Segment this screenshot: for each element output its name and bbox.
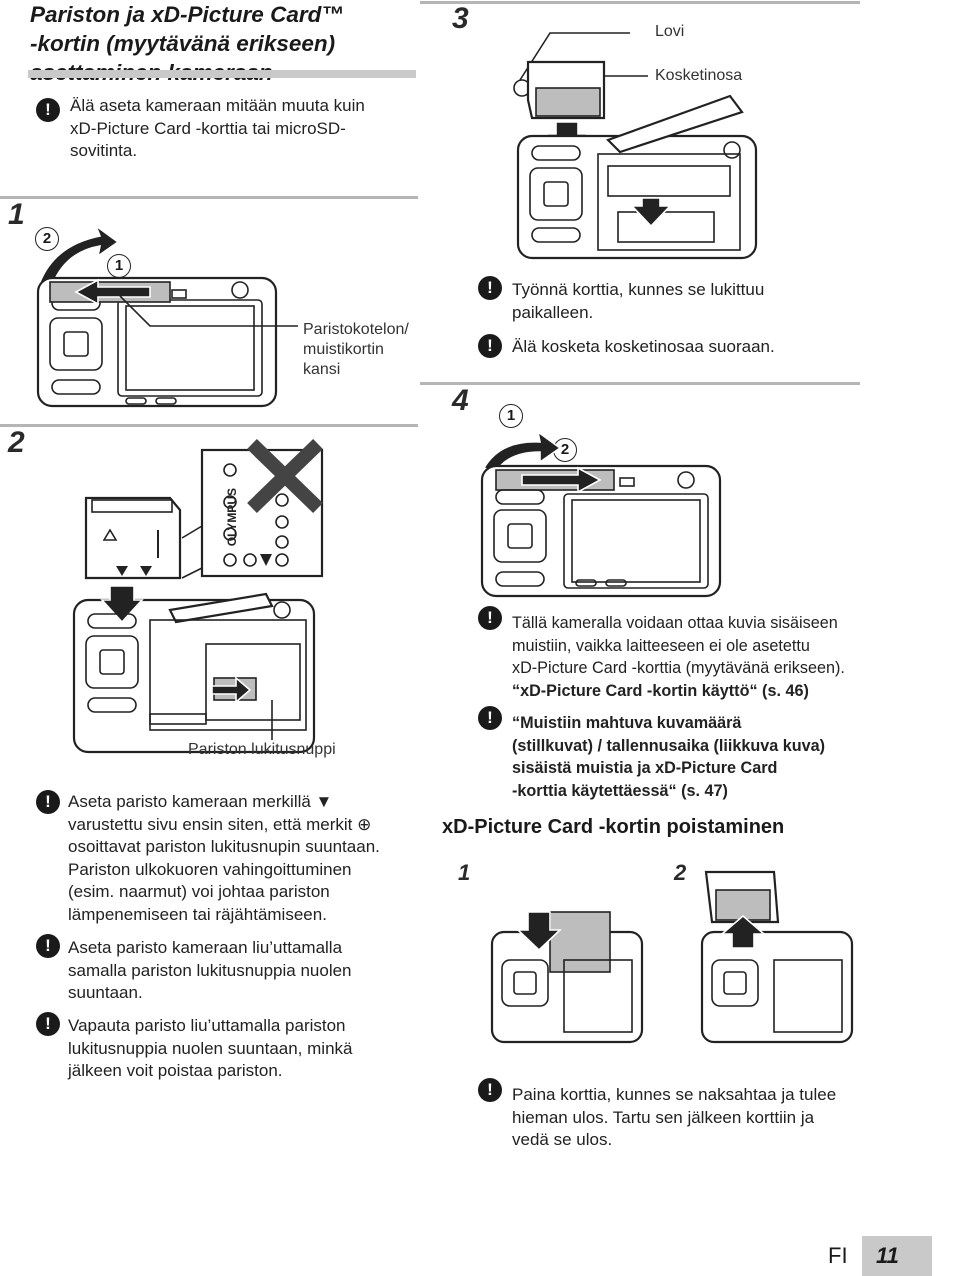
note-line: Aseta paristo kameraan liu’uttamalla xyxy=(68,938,343,957)
note-line: lämpenemiseen tai räjähtämiseen. xyxy=(68,904,327,924)
circled-number: 1 xyxy=(499,404,523,428)
warning-intro: Älä aseta kameraan mitään muuta kuin xD-… xyxy=(70,95,365,163)
note-battery-orientation: Aseta paristo kameraan merkillä ▼ varust… xyxy=(68,791,380,926)
note-capacity-reference: “Muistiin mahtuva kuvamäärä (stillkuvat)… xyxy=(512,712,825,802)
note-line: samalla pariston lukitusnuppia nuolen xyxy=(68,960,352,980)
warning-intro-line: xD-Picture Card -korttia tai microSD- xyxy=(70,118,346,138)
note-line: Tällä kameralla voidaan ottaa kuvia sisä… xyxy=(512,614,838,632)
note-remove-card: Paina korttia, kunnes se naksahtaa ja tu… xyxy=(512,1084,836,1152)
note-line: varustettu sivu ensin siten, että merkit… xyxy=(68,814,372,834)
note-line: jälkeen voit poistaa pariston. xyxy=(68,1061,283,1080)
note-line: Työnnä korttia, kunnes se lukittuu xyxy=(512,280,765,299)
label-contacts: Kosketinosa xyxy=(655,67,743,84)
note-line: Älä kosketa kosketinosaa suoraan. xyxy=(512,337,775,356)
note-line: “Muistiin mahtuva kuvamäärä xyxy=(512,714,742,732)
step4-camera-illustration xyxy=(480,430,722,598)
note-line: Vapauta paristo liu’uttamalla pariston xyxy=(68,1016,346,1035)
title-line-1: Pariston ja xD-Picture Card™ xyxy=(30,2,344,27)
step-number-1: 1 xyxy=(8,198,25,231)
note-push-card: Työnnä korttia, kunnes se lukittuu paika… xyxy=(512,279,764,324)
removal-step-1: 1 xyxy=(458,860,471,885)
label-line: Paristokotelon/ xyxy=(303,321,409,338)
note-line: lukitusnuppia nuolen suuntaan, minkä xyxy=(68,1038,353,1058)
note-line: (stillkuvat) / tallennusaika (liikkuva k… xyxy=(512,736,826,755)
note-insert-battery: Aseta paristo kameraan liu’uttamalla sam… xyxy=(68,937,352,1005)
step1-camera-illustration xyxy=(36,223,298,408)
warning-intro-line: sovitinta. xyxy=(70,141,138,160)
note-reference: “xD-Picture Card -kortin käyttö“ (s. 46) xyxy=(512,681,809,700)
warning-icon: ! xyxy=(478,706,502,730)
warning-icon: ! xyxy=(36,1012,60,1036)
step3-card-illustration xyxy=(513,32,758,260)
page-number: 11 xyxy=(876,1243,899,1268)
label-lock-knob: Pariston lukitusnuppi xyxy=(188,741,336,758)
step-rule xyxy=(0,424,418,427)
note-line: hieman ulos. Tartu sen jälkeen korttiin … xyxy=(512,1107,815,1127)
step-rule xyxy=(420,1,860,4)
warning-icon: ! xyxy=(36,934,60,958)
note-line: paikalleen. xyxy=(512,302,594,322)
note-line: muistiin, vaikka laitteeseen ei ole aset… xyxy=(512,636,810,655)
section-heading-removal: xD-Picture Card -kortin poistaminen xyxy=(442,816,785,838)
step-number-2: 2 xyxy=(8,426,25,459)
note-line: (esim. naarmut) voi johtaa pariston xyxy=(68,882,330,901)
page-number-box xyxy=(862,1236,932,1276)
title-rule xyxy=(28,70,416,78)
note-release-battery: Vapauta paristo liu’uttamalla pariston l… xyxy=(68,1015,352,1083)
removal-step-2: 2 xyxy=(674,860,687,885)
note-line: -korttia käytettäessä“ (s. 47) xyxy=(512,781,728,800)
footer-language: FI xyxy=(828,1243,848,1268)
note-line: Aseta paristo kameraan merkillä ▼ xyxy=(68,792,333,811)
title-line-2: -kortin (myytävänä erikseen) xyxy=(30,31,336,56)
note-line: xD-Picture Card -korttia (myytävänä erik… xyxy=(512,659,845,677)
step2-battery-illustration: OLYMPUS xyxy=(72,438,324,754)
label-notch: Lovi xyxy=(655,23,685,40)
step-number-3: 3 xyxy=(452,2,469,35)
label-line: muistikortin xyxy=(303,341,384,358)
step-rule xyxy=(0,196,418,199)
note-line: vedä se ulos. xyxy=(512,1130,613,1149)
note-line: osoittavat pariston lukitusnupin suuntaa… xyxy=(68,837,380,856)
warning-icon: ! xyxy=(36,98,60,122)
circled-number: 2 xyxy=(35,227,59,251)
note-line: suuntaan. xyxy=(68,983,143,1002)
warning-icon: ! xyxy=(36,790,60,814)
note-line: Paina korttia, kunnes se naksahtaa ja tu… xyxy=(512,1085,837,1104)
warning-intro-line: Älä aseta kameraan mitään muuta kuin xyxy=(70,96,365,115)
note-internal-memory: Tällä kameralla voidaan ottaa kuvia sisä… xyxy=(512,612,845,702)
note-line: sisäistä muistia ja xD-Picture Card xyxy=(512,759,778,777)
label-line: kansi xyxy=(303,361,341,378)
warning-icon: ! xyxy=(478,1078,502,1102)
removal-illustration xyxy=(490,870,854,1044)
note-contacts: Älä kosketa kosketinosaa suoraan. xyxy=(512,336,775,359)
step-number-4: 4 xyxy=(452,384,469,417)
warning-icon: ! xyxy=(478,276,502,300)
label-battery-cover: Paristokotelon/ muistikortin kansi xyxy=(303,320,409,380)
note-line: Pariston ulkokuoren vahingoittuminen xyxy=(68,859,352,879)
warning-icon: ! xyxy=(478,334,502,358)
step-rule xyxy=(420,382,860,385)
warning-icon: ! xyxy=(478,606,502,630)
